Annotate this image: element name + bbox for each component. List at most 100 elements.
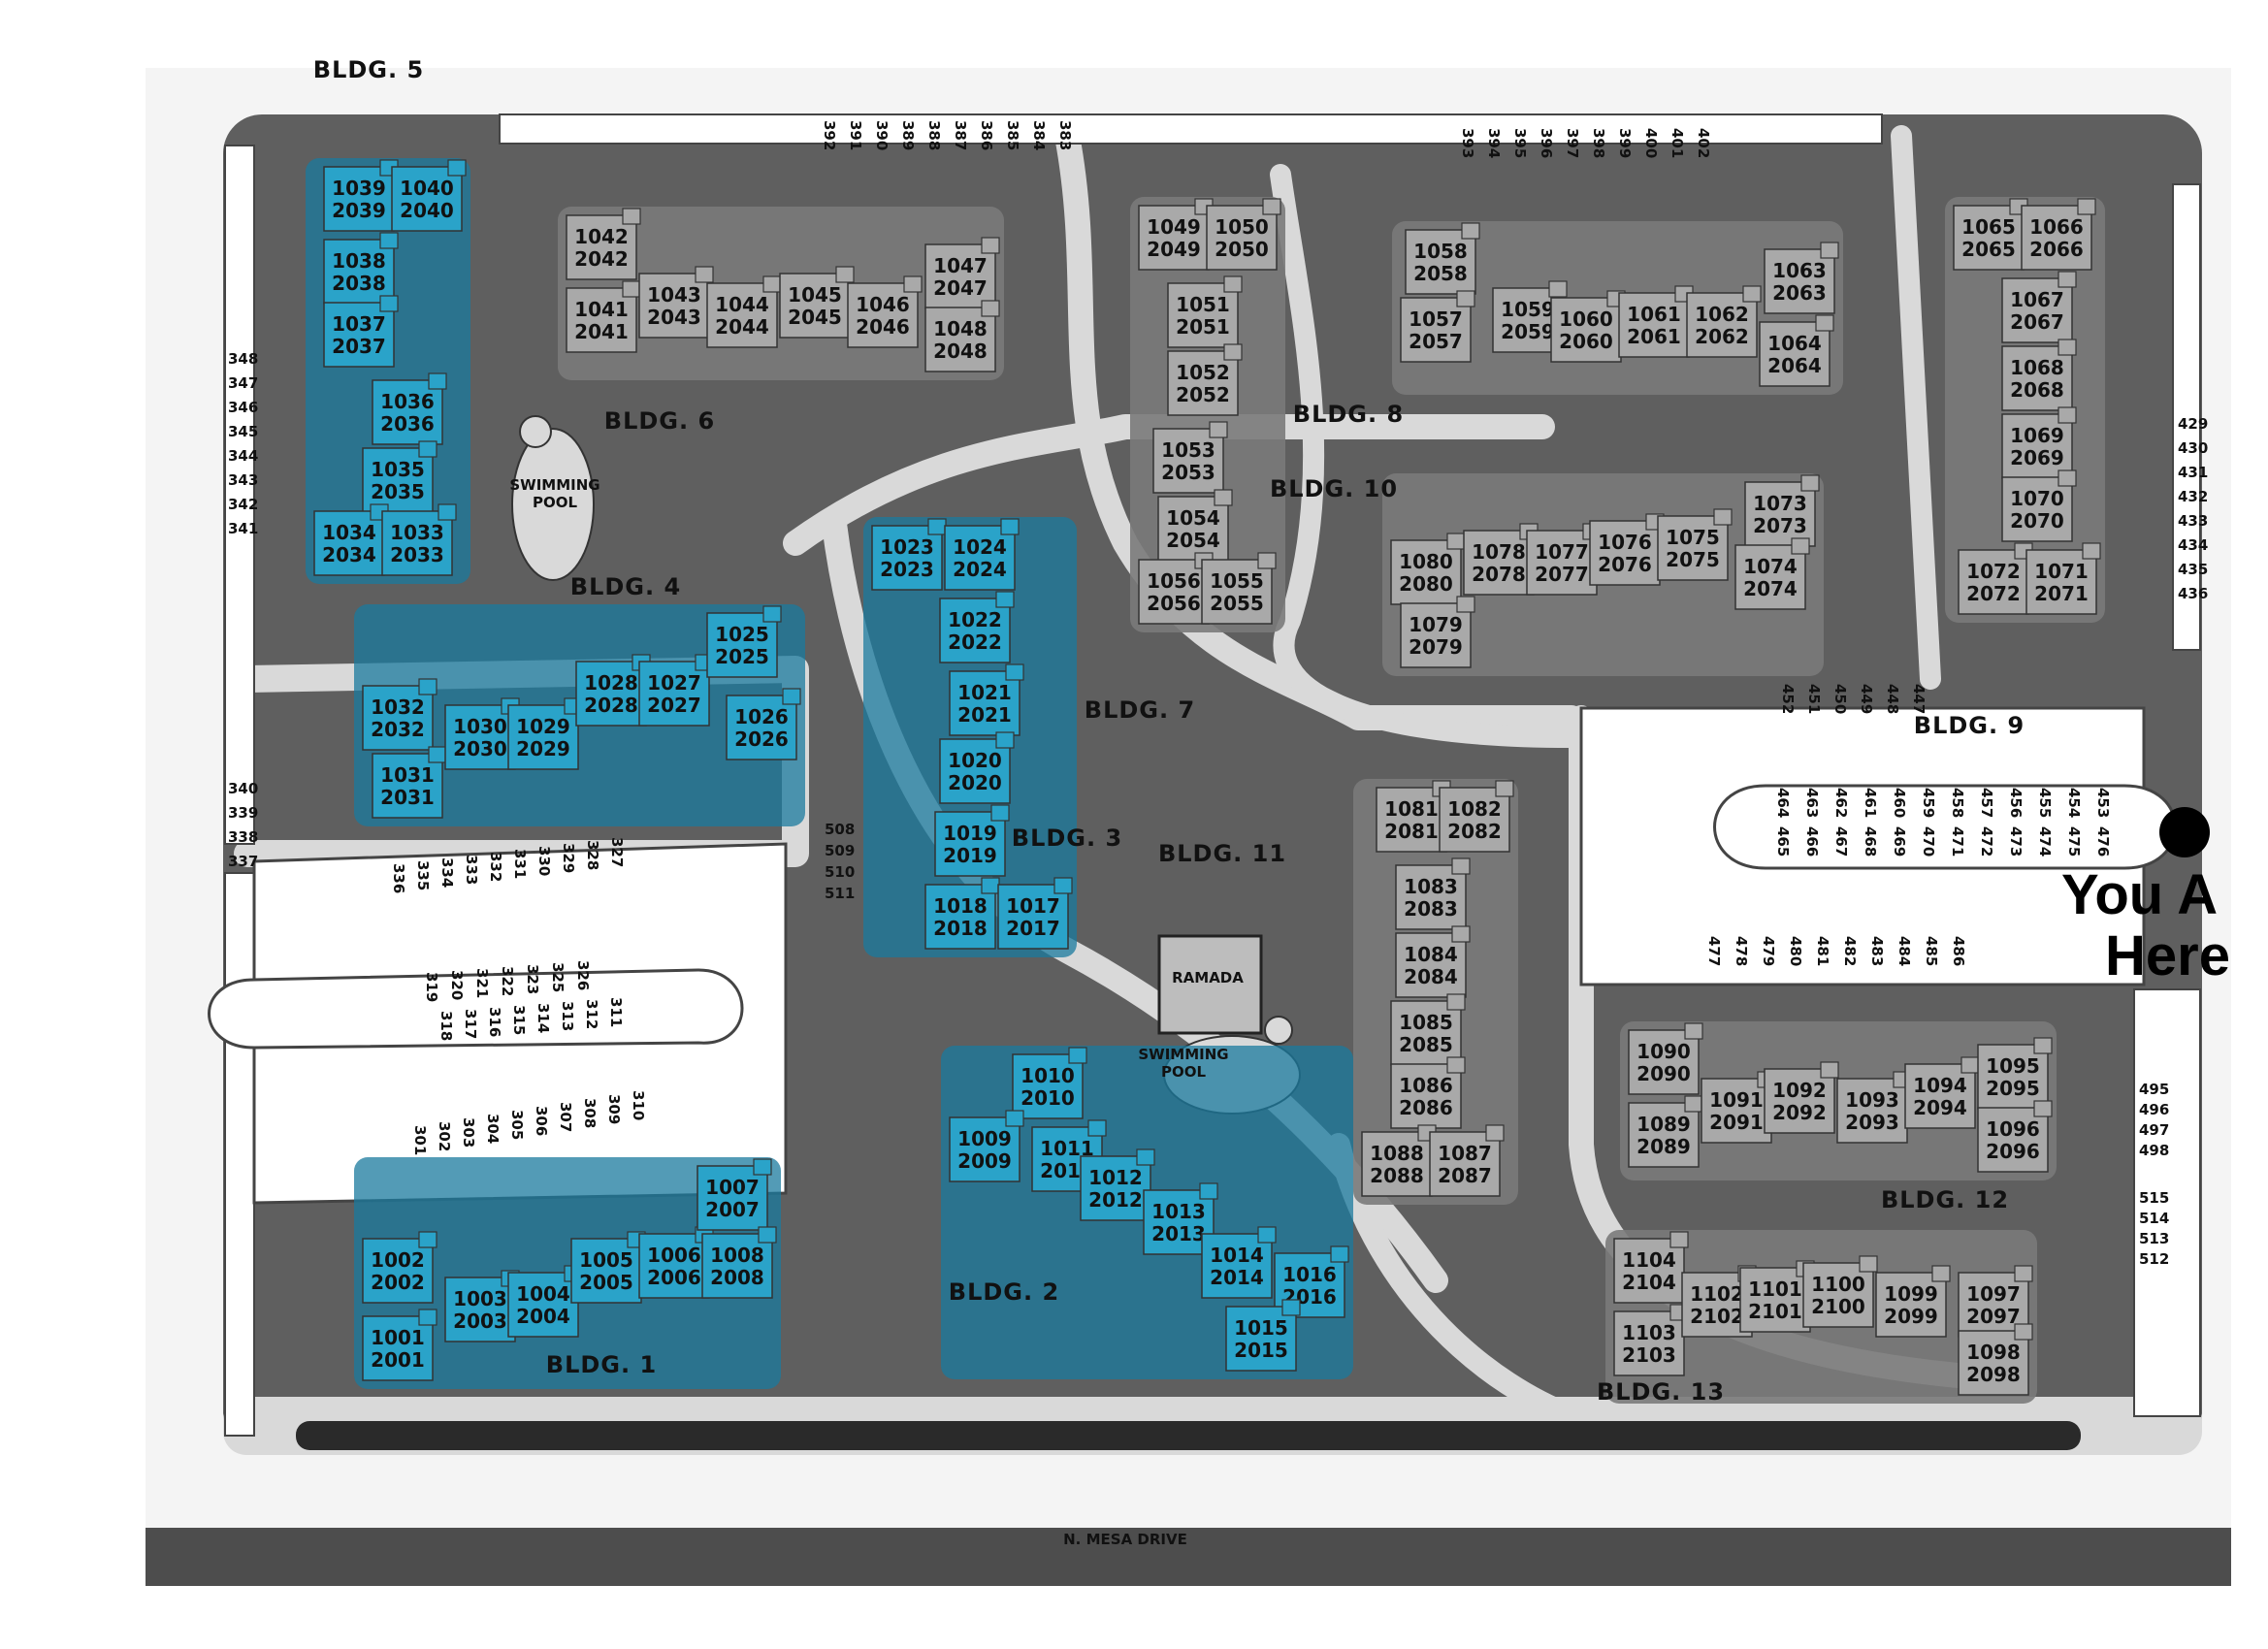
apartment-unit[interactable]: 10952095 <box>1977 1037 2053 1110</box>
apartment-unit[interactable]: 10222022 <box>939 591 1015 663</box>
apartment-unit[interactable]: 10882088 <box>1361 1124 1437 1197</box>
apartment-unit[interactable]: 10602060 <box>1550 290 1626 363</box>
apartment-unit[interactable]: 10772077 <box>1526 523 1602 596</box>
apartment-unit[interactable]: 10402040 <box>391 159 467 232</box>
apartment-unit[interactable]: 10812081 <box>1376 780 1451 853</box>
apartment-unit[interactable]: 10932093 <box>1836 1071 1912 1144</box>
apartment-unit[interactable]: 10522052 <box>1167 343 1243 416</box>
apartment-unit[interactable]: 10462046 <box>847 275 923 348</box>
apartment-unit[interactable]: 10012001 <box>362 1309 437 1381</box>
apartment-unit[interactable]: 10352035 <box>362 440 437 513</box>
apartment-unit[interactable]: 10582058 <box>1405 222 1480 295</box>
apartment-unit[interactable]: 10862086 <box>1390 1056 1466 1129</box>
apartment-unit[interactable]: 10052005 <box>570 1231 646 1304</box>
apartment-unit[interactable]: 10722072 <box>1958 542 2033 615</box>
apartment-unit[interactable]: 10392039 <box>323 159 399 232</box>
apartment-unit[interactable]: 10552055 <box>1201 552 1277 625</box>
apartment-unit[interactable]: 10412041 <box>566 280 641 353</box>
apartment-unit[interactable]: 10152015 <box>1225 1299 1301 1372</box>
apartment-unit[interactable]: 10332033 <box>381 503 457 576</box>
apartment-unit[interactable]: 10442044 <box>706 275 782 348</box>
apartment-unit[interactable]: 10372037 <box>323 295 399 368</box>
apartment-unit[interactable]: 10122012 <box>1080 1148 1155 1221</box>
apartment-unit[interactable]: 10622062 <box>1686 285 1762 358</box>
apartment-unit[interactable]: 10572057 <box>1400 290 1475 363</box>
apartment-unit[interactable]: 10922092 <box>1764 1061 1839 1134</box>
apartment-unit[interactable]: 10612061 <box>1618 285 1694 358</box>
apartment-unit[interactable]: 10132013 <box>1143 1182 1218 1255</box>
apartment-unit[interactable]: 10782078 <box>1463 523 1539 596</box>
apartment-unit[interactable]: 10062006 <box>638 1226 714 1299</box>
apartment-unit[interactable]: 10822082 <box>1439 780 1514 853</box>
apartment-unit[interactable]: 10142014 <box>1201 1226 1277 1299</box>
apartment-unit[interactable]: 10192019 <box>934 804 1010 877</box>
apartment-unit[interactable]: 10452045 <box>779 266 855 339</box>
apartment-unit[interactable]: 10832083 <box>1395 857 1471 930</box>
apartment-unit[interactable]: 10802080 <box>1390 533 1466 605</box>
apartment-unit[interactable]: 10102010 <box>1012 1047 1087 1119</box>
apartment-unit[interactable]: 11032103 <box>1613 1304 1689 1376</box>
apartment-unit[interactable]: 10272027 <box>638 654 714 727</box>
apartment-unit[interactable]: 10072007 <box>697 1158 772 1231</box>
apartment-unit[interactable]: 10472047 <box>924 237 1000 309</box>
apartment-unit[interactable]: 10212021 <box>949 663 1024 736</box>
apartment-unit[interactable]: 10022002 <box>362 1231 437 1304</box>
apartment-unit[interactable]: 10292029 <box>507 697 583 770</box>
apartment-unit[interactable]: 10042004 <box>507 1265 583 1338</box>
apartment-unit[interactable]: 10662066 <box>2021 198 2096 271</box>
apartment-unit[interactable]: 10082008 <box>701 1226 777 1299</box>
apartment-unit[interactable]: 11042104 <box>1613 1231 1689 1304</box>
apartment-unit[interactable]: 10242024 <box>944 518 1020 591</box>
apartment-unit[interactable]: 10322032 <box>362 678 437 751</box>
apartment-unit[interactable]: 10312031 <box>372 746 447 819</box>
apartment-unit[interactable]: 10562056 <box>1138 552 1214 625</box>
apartment-unit[interactable]: 10182018 <box>924 877 1000 950</box>
apartment-unit[interactable]: 10542054 <box>1157 489 1233 562</box>
apartment-unit[interactable]: 10902090 <box>1628 1022 1703 1095</box>
apartment-unit[interactable]: 10632063 <box>1764 242 1839 314</box>
apartment-unit[interactable]: 10892089 <box>1628 1095 1703 1168</box>
apartment-unit[interactable]: 10732073 <box>1744 474 1820 547</box>
apartment-unit[interactable]: 10302030 <box>444 697 520 770</box>
apartment-unit[interactable]: 10992099 <box>1875 1265 1951 1338</box>
apartment-unit[interactable]: 10942094 <box>1904 1056 1980 1129</box>
apartment-unit[interactable]: 10172017 <box>997 877 1073 950</box>
apartment-unit[interactable]: 10342034 <box>313 503 389 576</box>
apartment-unit[interactable]: 10282028 <box>575 654 651 727</box>
apartment-unit[interactable]: 10512051 <box>1167 275 1243 348</box>
apartment-unit[interactable]: 10752075 <box>1657 508 1733 581</box>
apartment-unit[interactable]: 10672067 <box>2001 271 2077 343</box>
apartment-unit[interactable]: 10262026 <box>726 688 801 760</box>
apartment-unit[interactable]: 10982098 <box>1958 1323 2033 1396</box>
apartment-unit[interactable]: 10532053 <box>1152 421 1228 494</box>
apartment-unit[interactable]: 10092009 <box>949 1110 1024 1182</box>
apartment-unit[interactable]: 10492049 <box>1138 198 1214 271</box>
apartment-unit[interactable]: 10972097 <box>1958 1265 2033 1338</box>
apartment-unit[interactable]: 10912091 <box>1701 1071 1776 1144</box>
apartment-unit[interactable]: 11012101 <box>1739 1260 1815 1333</box>
apartment-unit[interactable]: 10682068 <box>2001 339 2077 411</box>
apartment-unit[interactable]: 10382038 <box>323 232 399 305</box>
apartment-unit[interactable]: 10692069 <box>2001 406 2077 479</box>
apartment-unit[interactable]: 10422042 <box>566 208 641 280</box>
apartment-unit[interactable]: 10642064 <box>1759 314 1834 387</box>
apartment-unit[interactable]: 10432043 <box>638 266 714 339</box>
apartment-unit[interactable]: 10742074 <box>1734 537 1810 610</box>
apartment-unit[interactable]: 11002100 <box>1802 1255 1878 1328</box>
apartment-unit[interactable]: 10872087 <box>1429 1124 1505 1197</box>
apartment-unit[interactable]: 10852085 <box>1390 993 1466 1066</box>
apartment-unit[interactable]: 10202020 <box>939 731 1015 804</box>
apartment-unit[interactable]: 10592059 <box>1492 280 1568 353</box>
apartment-unit[interactable]: 10252025 <box>706 605 782 678</box>
apartment-unit[interactable]: 10482048 <box>924 300 1000 372</box>
apartment-unit[interactable]: 10652065 <box>1953 198 2028 271</box>
apartment-unit[interactable]: 10502050 <box>1206 198 1281 271</box>
apartment-unit[interactable]: 10702070 <box>2001 469 2077 542</box>
apartment-unit[interactable]: 10762076 <box>1589 513 1665 586</box>
apartment-unit[interactable]: 10962096 <box>1977 1100 2053 1173</box>
apartment-unit[interactable]: 10232023 <box>871 518 947 591</box>
apartment-unit[interactable]: 10362036 <box>372 372 447 445</box>
apartment-unit[interactable]: 10842084 <box>1395 925 1471 998</box>
apartment-unit[interactable]: 10792079 <box>1400 596 1475 668</box>
apartment-unit[interactable]: 10712071 <box>2025 542 2101 615</box>
